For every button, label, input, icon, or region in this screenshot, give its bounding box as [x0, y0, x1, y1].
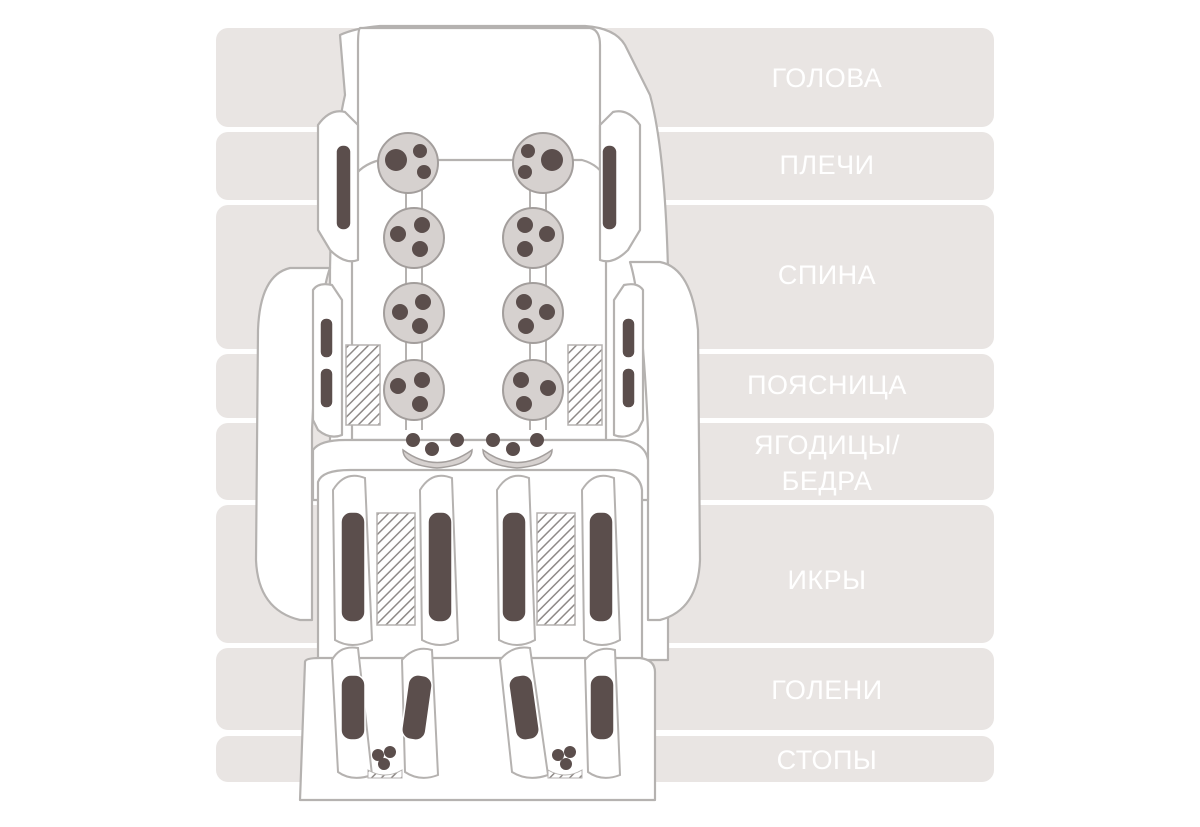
airbag-lumbar-right-2 [621, 367, 636, 409]
lumbar-pad-left [311, 283, 344, 438]
airbag-lumbar-right-1 [621, 317, 636, 359]
zone-label-head: ГОЛОВА [771, 63, 883, 93]
lumbar-pad-right [612, 283, 645, 438]
zone-label-hips: ЯГОДИЦЫ/ БЕДРА [753, 430, 901, 496]
zone-label-lumbar: ПОЯСНИЦА [747, 370, 907, 400]
airbag-shoulder-right [601, 144, 618, 231]
airbag-calf-3 [501, 511, 527, 623]
zone-label-back: СПИНА [777, 260, 877, 290]
airbag-shin-2 [401, 674, 433, 741]
massage-rollers [377, 132, 574, 421]
foot-rollers [367, 746, 583, 779]
zone-label-feet: СТОПЫ [776, 745, 878, 775]
airbag-lumbar-left-1 [319, 317, 334, 359]
zone-label-calves: ИКРЫ [787, 565, 867, 595]
airbag-calf-2 [427, 511, 453, 623]
heating-lumbar-right [567, 344, 603, 426]
airbag-shoulder-left [335, 144, 352, 231]
airbag-calf-4 [588, 511, 614, 623]
airbag-shin-1 [340, 674, 366, 741]
zone-label-shoulders: ПЛЕЧИ [779, 150, 875, 180]
heating-calf-left [376, 512, 416, 626]
zone-label-shins: ГОЛЕНИ [771, 675, 883, 705]
airbag-shin-4 [589, 674, 615, 741]
hip-rollers [402, 433, 553, 469]
heating-calf-right [536, 512, 576, 626]
heating-lumbar-left [345, 344, 381, 426]
airbag-lumbar-left-2 [319, 367, 334, 409]
airbag-calf-1 [340, 511, 366, 623]
airbag-shin-3 [508, 674, 540, 741]
